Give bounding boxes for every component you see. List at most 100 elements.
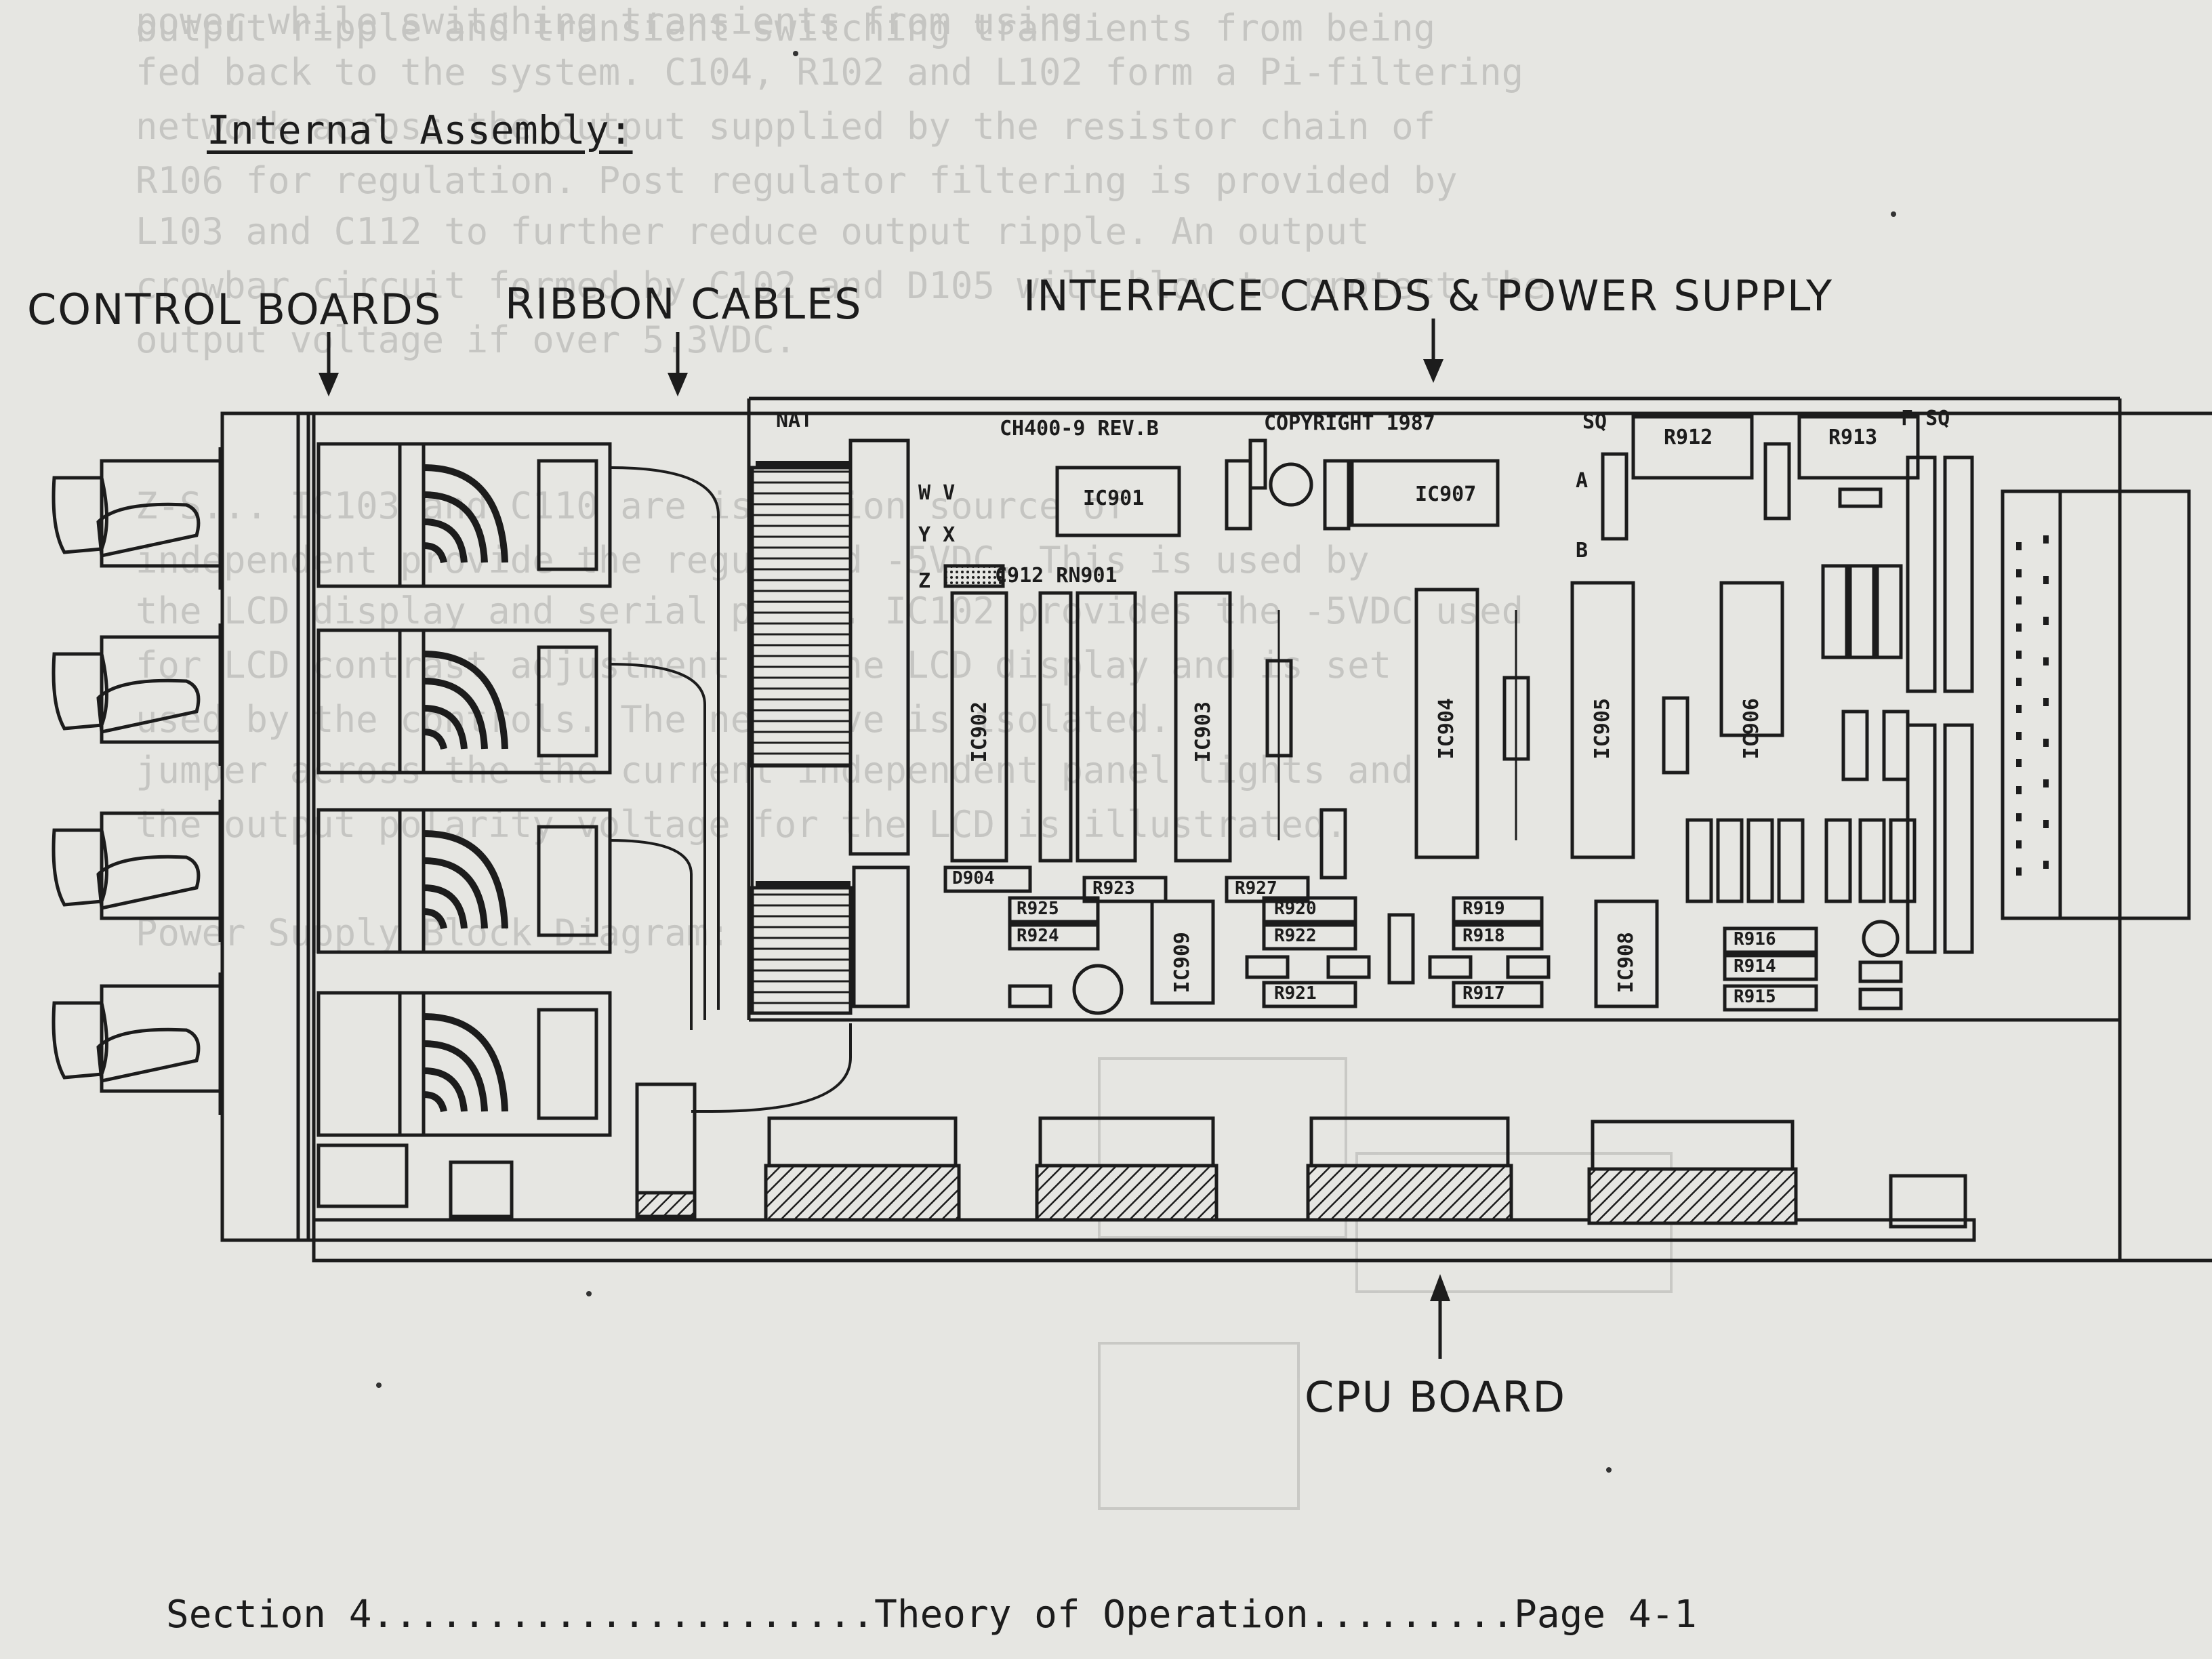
r922 <box>1262 923 1357 951</box>
r920 <box>1262 896 1357 924</box>
r917 <box>1452 981 1544 1008</box>
r914 <box>1723 954 1818 981</box>
interface-card <box>1309 1116 1510 1171</box>
ic908 <box>1594 899 1659 1008</box>
paper-speck <box>376 1382 382 1388</box>
pcb-label-model: CH400-9 REV.B <box>1000 417 1159 441</box>
callout-ribbon-cables: RIBBON CABLES <box>505 279 863 329</box>
ribbon-cable <box>609 466 720 1010</box>
knob <box>52 623 222 766</box>
r927 <box>1225 876 1310 903</box>
pcb-label-ic901: IC901 <box>1083 487 1145 510</box>
pcb-label-ic907: IC907 <box>1415 483 1477 506</box>
control-board <box>316 808 612 954</box>
pcb-label-copyright: COPYRIGHT 1987 <box>1264 411 1435 435</box>
ic907 <box>1350 459 1500 527</box>
pcb-label-ic909: IC909 <box>1170 932 1194 994</box>
pcb-label-r915: R915 <box>1734 987 1776 1007</box>
pcb-label-sq: SQ <box>1582 410 1607 434</box>
pcb-label-wv: W V <box>918 481 956 505</box>
section-heading: Internal Assembly: <box>207 107 633 153</box>
ic902 <box>950 591 1008 863</box>
pcb-label-r919: R919 <box>1462 899 1505 919</box>
page-footer: Section 4......................Theory of… <box>166 1593 1697 1637</box>
pcb-label-r925: R925 <box>1017 899 1059 919</box>
pcb-label-f-sq: F SQ <box>1901 407 1950 430</box>
r923 <box>1082 876 1168 903</box>
knob <box>52 972 222 1115</box>
pcb-label-yx: Y X <box>918 523 956 547</box>
r913 <box>1797 415 1920 480</box>
ribbon-connector <box>750 466 853 768</box>
ribbon-connector <box>750 886 853 1015</box>
pcb-label-ic902: IC902 <box>968 701 991 763</box>
r919 <box>1452 896 1544 924</box>
front-panel <box>220 411 316 1242</box>
pcb-label-b: B <box>1576 539 1589 562</box>
r916 <box>1723 926 1818 954</box>
r915 <box>1723 984 1818 1012</box>
pcb-label-c912-rn901: C912 RN901 <box>995 564 1118 588</box>
control-board <box>316 442 612 588</box>
pcb-label-r914: R914 <box>1734 956 1776 977</box>
d904 <box>943 865 1032 893</box>
pcb-label-r924: R924 <box>1017 926 1059 946</box>
connector <box>316 1143 409 1208</box>
pcb-label-ic908: IC908 <box>1614 932 1638 994</box>
knob <box>52 800 222 942</box>
pcb-label-ic903: IC903 <box>1191 701 1215 763</box>
pcb-label-r912: R912 <box>1664 426 1713 449</box>
pcb-label-z: Z <box>918 569 931 593</box>
r918 <box>1452 923 1544 951</box>
ic904 <box>1414 588 1479 859</box>
c908 <box>1072 964 1124 1015</box>
paper-speck <box>793 51 798 56</box>
pcb-label-r918: R918 <box>1462 926 1505 946</box>
pcb-label-r920: R920 <box>1274 899 1317 919</box>
down-arrow-icon <box>668 332 688 396</box>
ic905 <box>1570 581 1635 859</box>
down-arrow-icon <box>319 332 339 396</box>
paper-speck <box>1606 1467 1612 1473</box>
callout-control-boards: CONTROL BOARDS <box>27 285 443 334</box>
pcb-label-r921: R921 <box>1274 983 1317 1004</box>
paper-speck <box>1891 211 1896 217</box>
pcb-label-d904: D904 <box>952 868 995 888</box>
callout-interface-power: INTERFACE CARDS & POWER SUPPLY <box>1023 271 1834 321</box>
connector <box>449 1160 514 1218</box>
control-board <box>316 628 612 775</box>
pcb-label-ic905: IC905 <box>1591 698 1614 760</box>
pcb-label-a: A <box>1576 469 1589 493</box>
interface-card <box>1038 1116 1215 1171</box>
connector-pins <box>756 461 2049 889</box>
callout-cpu-board: CPU BOARD <box>1305 1372 1567 1422</box>
knob <box>52 447 222 590</box>
pcb-label-r917: R917 <box>1462 983 1505 1004</box>
control-board <box>316 991 612 1137</box>
pcb-label-nat: NAT <box>776 409 813 432</box>
ic909 <box>1150 899 1215 1005</box>
ic903 <box>1174 591 1232 863</box>
pcb-label-r923: R923 <box>1092 878 1135 899</box>
pcb-label-r927: R927 <box>1235 878 1277 899</box>
pcb-label-r913: R913 <box>1828 426 1878 449</box>
power-connector <box>2001 489 2191 920</box>
r921 <box>1262 981 1357 1008</box>
ic906 <box>1719 581 1784 737</box>
r912 <box>1631 415 1754 480</box>
down-arrow-icon <box>1423 319 1443 383</box>
r925 <box>1008 896 1100 924</box>
up-arrow-icon <box>1430 1274 1450 1359</box>
r924 <box>1008 923 1100 951</box>
pcb-label-r922: R922 <box>1274 926 1317 946</box>
interface-card <box>1591 1120 1795 1174</box>
chassis-outline <box>312 411 2212 1263</box>
d901 <box>1269 462 1313 507</box>
pcb-label-ic904: IC904 <box>1435 698 1458 760</box>
paper-speck <box>586 1291 592 1296</box>
pcb-label-r916: R916 <box>1734 929 1776 949</box>
interface-card <box>767 1116 958 1171</box>
ic901 <box>1055 466 1181 537</box>
